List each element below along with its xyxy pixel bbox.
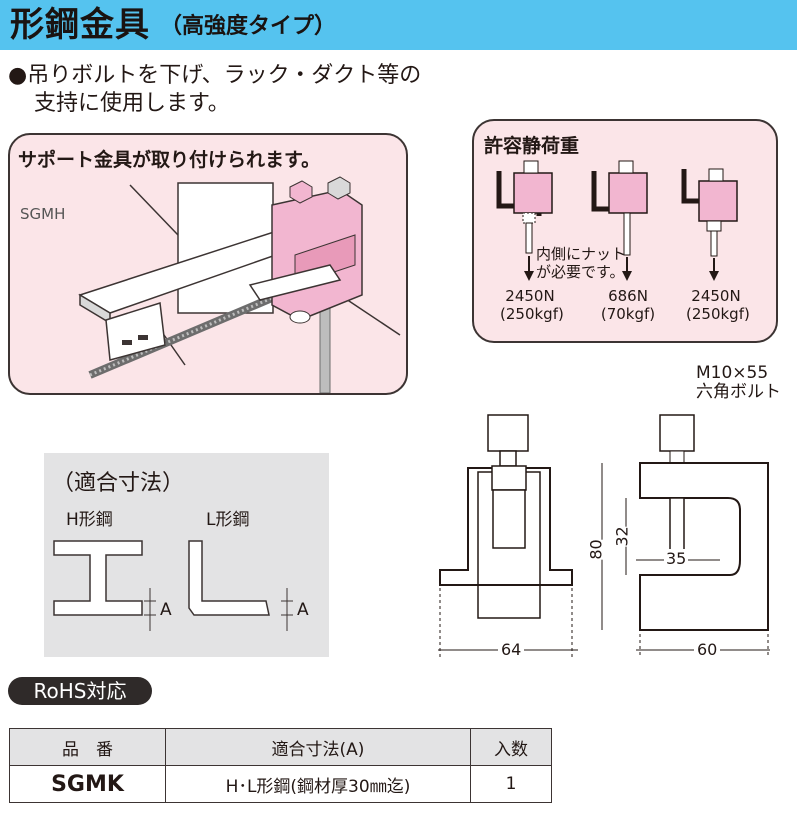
bolt-type: 六角ボルト — [696, 382, 781, 402]
product-description: ●吊りボルトを下げ、ラック・ダクト等の 支持に使用します。 — [8, 62, 421, 118]
nut-note: 内側にナット が必要です。 — [536, 245, 626, 281]
load-kgf-1: (250kgf) — [500, 305, 564, 323]
bolt-label: M10×55 六角ボルト — [696, 364, 781, 402]
h-beam-label: H形鋼 — [66, 510, 113, 530]
l-angle-label: L形鋼 — [206, 510, 250, 530]
dim-64: 64 — [498, 640, 525, 659]
header-quantity: 入数 — [470, 728, 552, 766]
load-n-2: 686N — [608, 287, 648, 305]
product-code: SGMK — [9, 765, 166, 803]
nut-note-line-1: 内側にナット — [536, 245, 627, 263]
load-kgf-2: (70kgf) — [600, 305, 656, 323]
fit-size: H･L形鋼(鋼材厚30㎜迄) — [165, 765, 471, 803]
load-n-1: 2450N — [505, 287, 555, 305]
dim-60: 60 — [694, 640, 721, 659]
title-bar — [0, 0, 797, 50]
quantity: 1 — [470, 765, 552, 803]
dim-35: 35 — [664, 549, 689, 568]
fit-panel-title: （適合寸法） — [52, 471, 185, 496]
load-value-3: 2450N (250kgf) — [686, 287, 750, 323]
nut-note-line-2: が必要です。 — [536, 263, 625, 281]
dim-a-l: A — [297, 600, 309, 620]
load-panel-title: 許容静荷重 — [484, 135, 580, 157]
dim-80: 80 — [586, 539, 606, 560]
header-fit-size: 適合寸法(A) — [165, 728, 471, 766]
bolt-spec: M10×55 — [696, 363, 769, 383]
support-label: SGMH — [20, 205, 66, 223]
table-header-row: 品 番 適合寸法(A) 入数 — [9, 728, 552, 766]
load-value-1: 2450N (250kgf) — [500, 287, 564, 323]
spec-table: 品 番 適合寸法(A) 入数 SGMK H･L形鋼(鋼材厚30㎜迄) 1 — [9, 728, 552, 803]
load-n-3: 2450N — [691, 287, 741, 305]
technical-drawing — [438, 414, 770, 658]
dim-a-h: A — [160, 600, 172, 620]
load-kgf-3: (250kgf) — [686, 305, 750, 323]
page-title: 形鋼金具 — [10, 5, 150, 45]
bullet-icon: ● — [8, 63, 28, 88]
dim-32: 32 — [612, 526, 632, 547]
profile-shapes — [53, 540, 293, 631]
support-panel: サポート金具が取り付けられます。 SGMH — [8, 133, 408, 395]
fit-panel: （適合寸法） H形鋼 L形鋼 A A — [44, 453, 329, 657]
rohs-badge: RoHS対応 — [8, 677, 152, 705]
load-illustration — [496, 160, 738, 281]
description-line-1: 吊りボルトを下げ、ラック・ダクト等の — [27, 63, 422, 88]
load-panel: 許容静荷重 内側にナット が必要です。 2450N (250kgf) 686N — [472, 119, 778, 343]
description-line-2: 支持に使用します。 — [34, 91, 230, 116]
support-illustration — [78, 176, 401, 393]
header-product-code: 品 番 — [9, 728, 166, 766]
table-row: SGMK H･L形鋼(鋼材厚30㎜迄) 1 — [9, 765, 552, 803]
page-subtitle: （高強度タイプ） — [160, 14, 337, 39]
support-panel-title: サポート金具が取り付けられます。 — [18, 149, 321, 171]
load-value-2: 686N (70kgf) — [598, 287, 658, 323]
